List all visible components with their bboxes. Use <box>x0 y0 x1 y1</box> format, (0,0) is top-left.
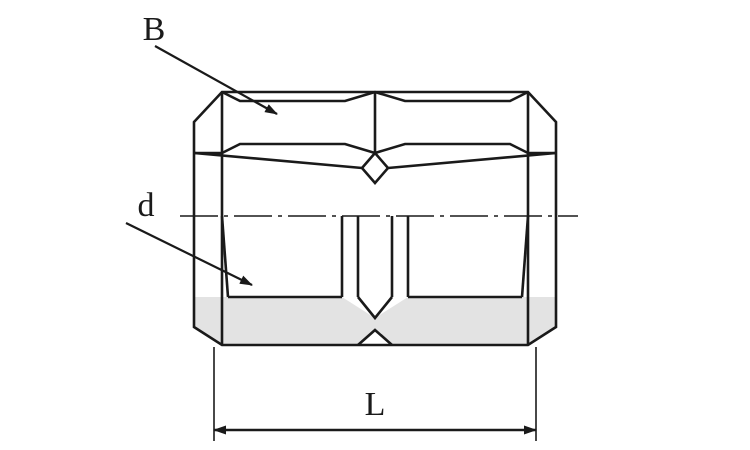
hex-band-bottom-right <box>387 151 557 170</box>
shade-vee-left <box>356 296 394 321</box>
label-b: B <box>143 11 166 48</box>
hex-face-bottom-right <box>374 142 529 155</box>
hex-face-top-left <box>221 90 376 103</box>
hex-band-bottom-left <box>193 151 363 170</box>
leader-d-arrow <box>125 222 253 286</box>
lower-shaded-region <box>194 297 556 345</box>
label-l: L <box>365 386 386 423</box>
taper-line-right <box>520 215 530 298</box>
bottom-notch <box>357 328 393 346</box>
hex-face-top-right <box>374 90 529 103</box>
leader-line-b <box>154 45 278 115</box>
leader-line-d <box>125 222 253 286</box>
coupling-body <box>192 90 558 347</box>
taper-line-left <box>220 215 230 298</box>
leader-b-arrow <box>154 45 278 115</box>
dimension-l <box>213 347 537 441</box>
center-diamond <box>360 151 390 185</box>
hex-face-bottom-left <box>221 142 376 155</box>
label-d: d <box>138 187 155 224</box>
